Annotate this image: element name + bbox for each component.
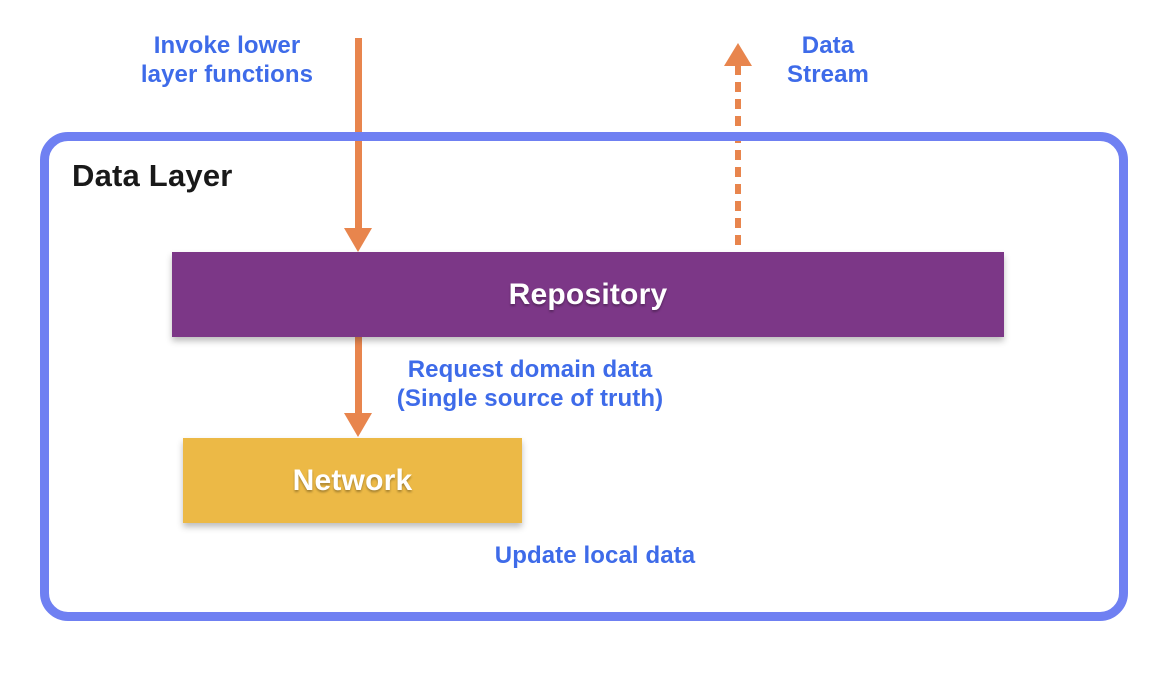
network-node-label: Network [292, 463, 413, 497]
update-local-data-label: Update local data [494, 542, 696, 569]
data-layer-title: Data Layer [72, 158, 233, 193]
repository-node: Repository [172, 252, 1004, 337]
invoke-arrow-head-icon [344, 228, 372, 252]
request-arrow-head-icon [344, 413, 372, 437]
network-node: Network [183, 438, 522, 523]
repository-node-label: Repository [508, 277, 668, 311]
data-stream-arrow-head-icon [724, 43, 752, 66]
data-stream-arrow-line [735, 65, 741, 251]
data-stream-label: Data Stream [787, 32, 869, 88]
data-layer-frame [40, 132, 1128, 621]
invoke-lower-label: Invoke lower layer functions [140, 32, 314, 88]
request-arrow-line [355, 337, 362, 415]
request-domain-data-label: Request domain data (Single source of tr… [396, 356, 664, 412]
